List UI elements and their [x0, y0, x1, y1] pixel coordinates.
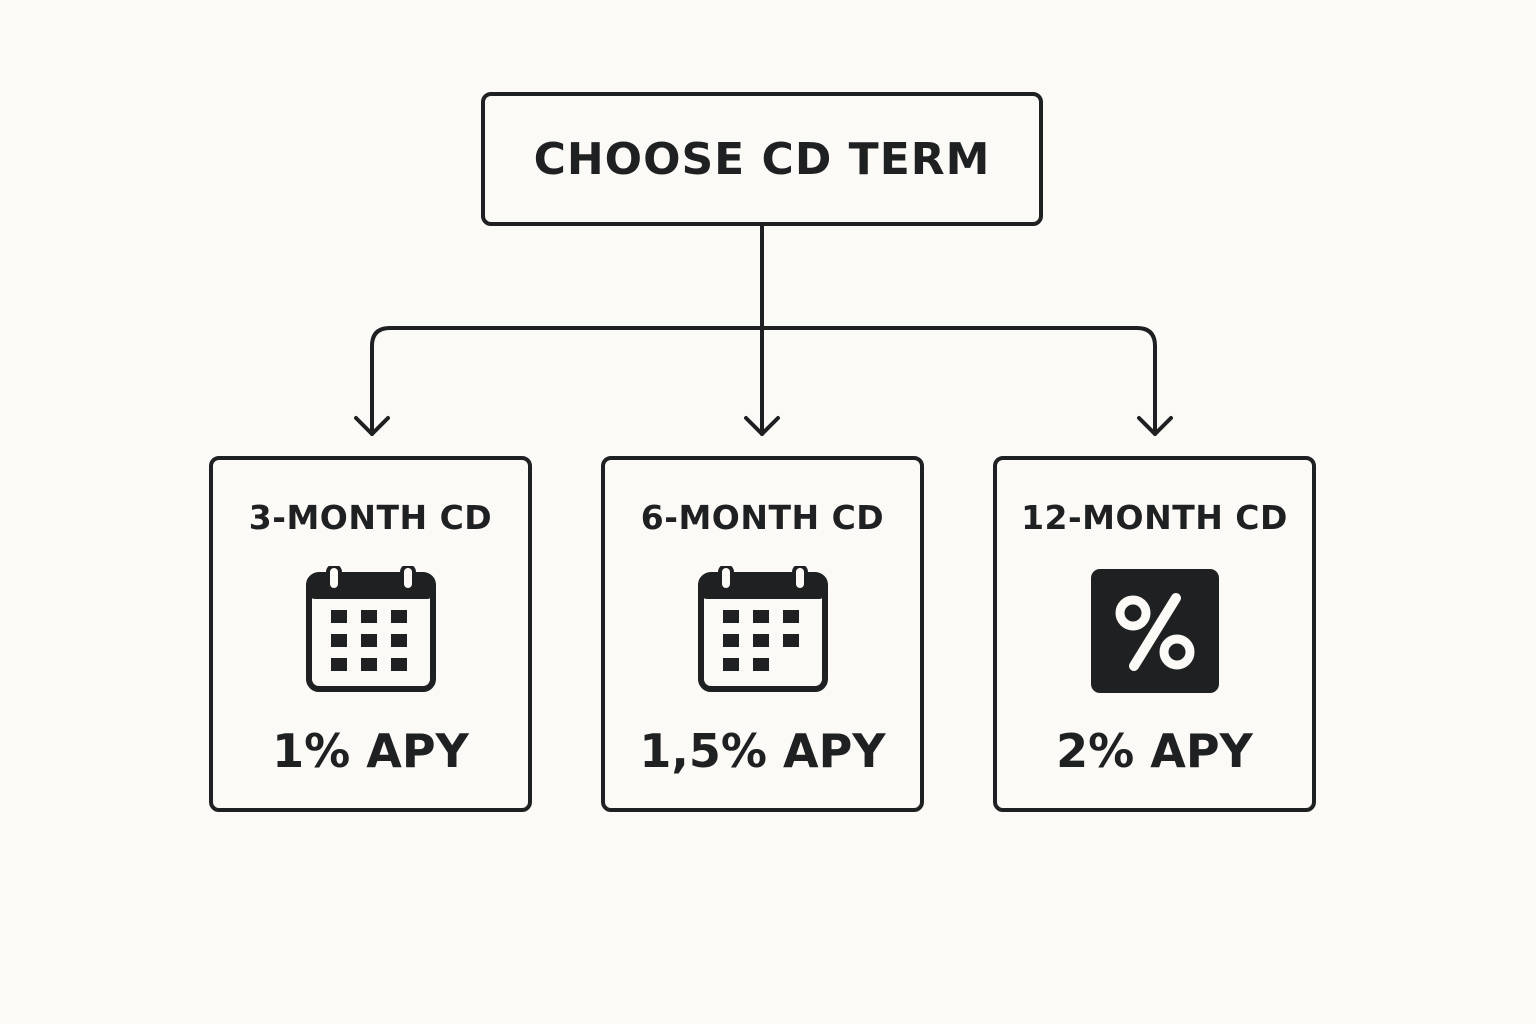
option-title: 12-MONTH CD — [1021, 498, 1288, 537]
branch-connector — [370, 326, 1157, 436]
option-card-12-month: 12-MONTH CD 2% APY — [993, 456, 1316, 812]
calendar-icon — [305, 566, 436, 692]
arrowhead-right — [1137, 416, 1173, 436]
option-rate: 1% APY — [272, 724, 469, 778]
option-title: 3-MONTH CD — [248, 498, 493, 537]
option-title: 6-MONTH CD — [640, 498, 885, 537]
option-card-3-month: 3-MONTH CD 1% APY — [209, 456, 532, 812]
option-rate: 2% APY — [1056, 724, 1253, 778]
root-node: CHOOSE CD TERM — [481, 92, 1043, 226]
root-title: CHOOSE CD TERM — [533, 133, 991, 185]
option-card-6-month: 6-MONTH CD 1,5% APY — [601, 456, 924, 812]
arrowhead-left — [354, 416, 390, 436]
arrowhead-center — [744, 416, 780, 436]
calendar-icon — [697, 566, 828, 692]
option-rate: 1,5% APY — [639, 724, 886, 778]
percent-icon — [1090, 569, 1219, 693]
